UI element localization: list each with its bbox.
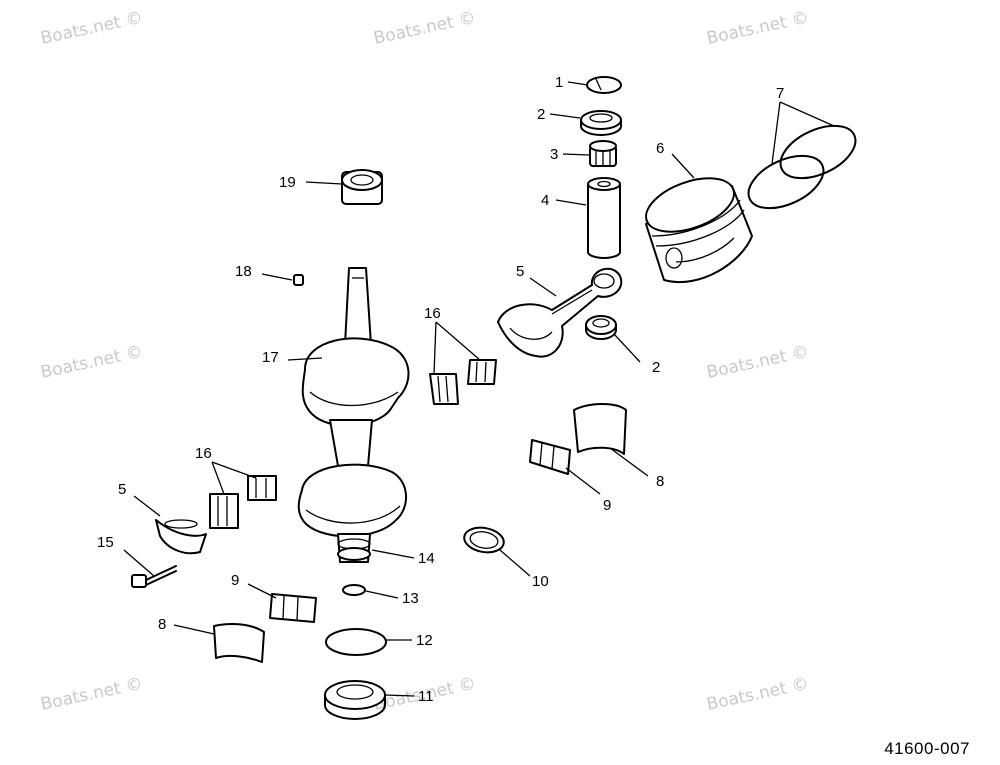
callout-8: 8	[656, 473, 664, 490]
callout-numbers: 1 2 3 4 5 6 7 2 16 17 18 19 8 9 16 5 15 …	[97, 74, 784, 705]
piston-icon	[645, 177, 753, 283]
callout-19: 19	[279, 174, 296, 191]
callout-6: 6	[656, 140, 664, 157]
retaining-ring-icon	[586, 76, 622, 94]
callout-7: 7	[776, 85, 784, 102]
crankshaft-icon	[297, 267, 410, 563]
needle-bearing-icon	[341, 169, 383, 205]
callout-15: 15	[97, 534, 114, 551]
roller-bearing-icon	[529, 439, 571, 475]
callout-16: 16	[424, 305, 441, 322]
screw-icon	[131, 565, 177, 588]
oil-seal-icon	[324, 680, 386, 720]
thrust-washer-icon	[580, 110, 622, 136]
watermark-text: Boats.net ©	[39, 674, 145, 715]
roller-bearing-icon	[209, 475, 277, 529]
callout-3: 3	[550, 146, 558, 163]
watermark-text: Boats.net ©	[372, 8, 478, 49]
key-icon	[293, 274, 304, 286]
watermark-text: Boats.net ©	[705, 342, 811, 383]
callout-4: 4	[541, 192, 549, 209]
watermark-text: Boats.net ©	[39, 8, 145, 49]
callout-14: 14	[418, 550, 435, 567]
roller-bearing-icon	[429, 359, 497, 405]
callout-9: 9	[603, 497, 611, 514]
figure-number: 41600-007	[884, 739, 970, 758]
watermark-text: Boats.net ©	[705, 674, 811, 715]
callout-18: 18	[235, 263, 252, 280]
piston-ring-icon	[747, 124, 857, 210]
retaining-ring-icon	[463, 526, 505, 554]
callout-5: 5	[118, 481, 126, 498]
connecting-rod-icon	[155, 519, 207, 555]
callout-16: 16	[195, 445, 212, 462]
piston-pin-icon	[587, 177, 621, 259]
watermark-layer: Boats.net © Boats.net © Boats.net © Boat…	[39, 8, 811, 715]
watermark-text: Boats.net ©	[39, 342, 145, 383]
callout-2: 2	[537, 106, 545, 123]
ball-bearing-icon	[337, 547, 371, 561]
leader-lines	[123, 81, 835, 697]
o-ring-icon	[325, 628, 387, 656]
callout-11: 11	[418, 688, 434, 705]
callout-5: 5	[516, 263, 524, 280]
callout-12: 12	[416, 632, 433, 649]
roller-bearing-icon	[269, 593, 317, 623]
callout-2: 2	[652, 359, 660, 376]
callout-9: 9	[231, 572, 239, 589]
callout-10: 10	[532, 573, 549, 590]
callout-17: 17	[262, 349, 279, 366]
thrust-washer-icon	[585, 315, 617, 340]
watermark-text: Boats.net ©	[705, 8, 811, 49]
connecting-rod-icon	[497, 267, 623, 358]
callout-13: 13	[402, 590, 419, 607]
bearing-race-icon	[213, 623, 265, 663]
o-ring-icon	[342, 584, 366, 596]
callout-1: 1	[555, 74, 563, 91]
bearing-race-icon	[573, 403, 627, 455]
needle-bearing-icon	[589, 140, 617, 167]
callout-8: 8	[158, 616, 166, 633]
